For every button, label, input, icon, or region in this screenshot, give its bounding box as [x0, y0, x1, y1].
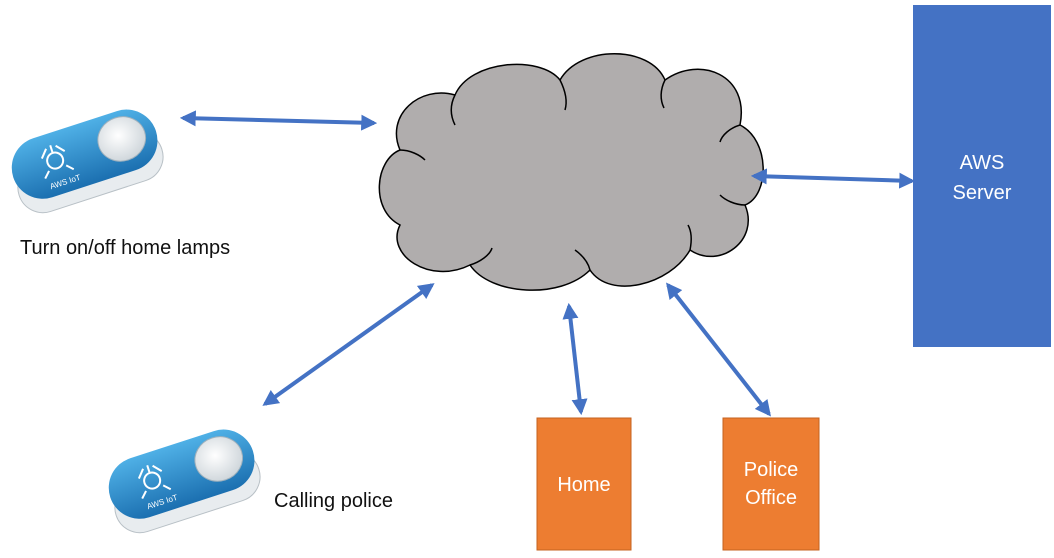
- arrow-lamp-button-cloud: [179, 110, 378, 131]
- aws-server-label-line2: Server: [953, 182, 1012, 204]
- cloud-fold: [660, 79, 666, 109]
- police-office-box: [722, 417, 820, 551]
- cloud-fold: [469, 247, 493, 266]
- internet-cloud: [378, 53, 764, 291]
- police-office-label-line2: Office: [745, 487, 797, 509]
- home-box: [536, 417, 632, 551]
- police-office-label-line1: Police: [744, 459, 798, 481]
- cloud-fold: [687, 224, 693, 251]
- cloud-fold: [719, 124, 741, 143]
- aws-server-box: [913, 5, 1051, 347]
- arrow-police-button-cloud: [262, 283, 435, 406]
- aws-iot-icon: [40, 144, 75, 179]
- aws-iot-icon: [137, 464, 172, 499]
- arrow-cloud-police-office: [666, 282, 771, 417]
- aws-iot-button-police: AWS IoT: [108, 429, 261, 534]
- arrow-cloud-home: [562, 302, 588, 416]
- cloud-fold: [399, 149, 426, 161]
- home-label: Home: [557, 474, 610, 496]
- cloud-fold: [574, 249, 591, 271]
- aws-server-label-line1: AWS: [960, 152, 1005, 174]
- cloud-fold: [450, 94, 456, 126]
- lamp-button-label: Turn on/off home lamps: [20, 237, 231, 259]
- cloud-fold: [719, 194, 746, 206]
- police-button-label: Calling police: [274, 490, 393, 512]
- cloud-fold: [559, 79, 567, 111]
- arrow-cloud-aws: [750, 168, 916, 189]
- aws-iot-button-lamp: AWS IoT: [11, 109, 164, 214]
